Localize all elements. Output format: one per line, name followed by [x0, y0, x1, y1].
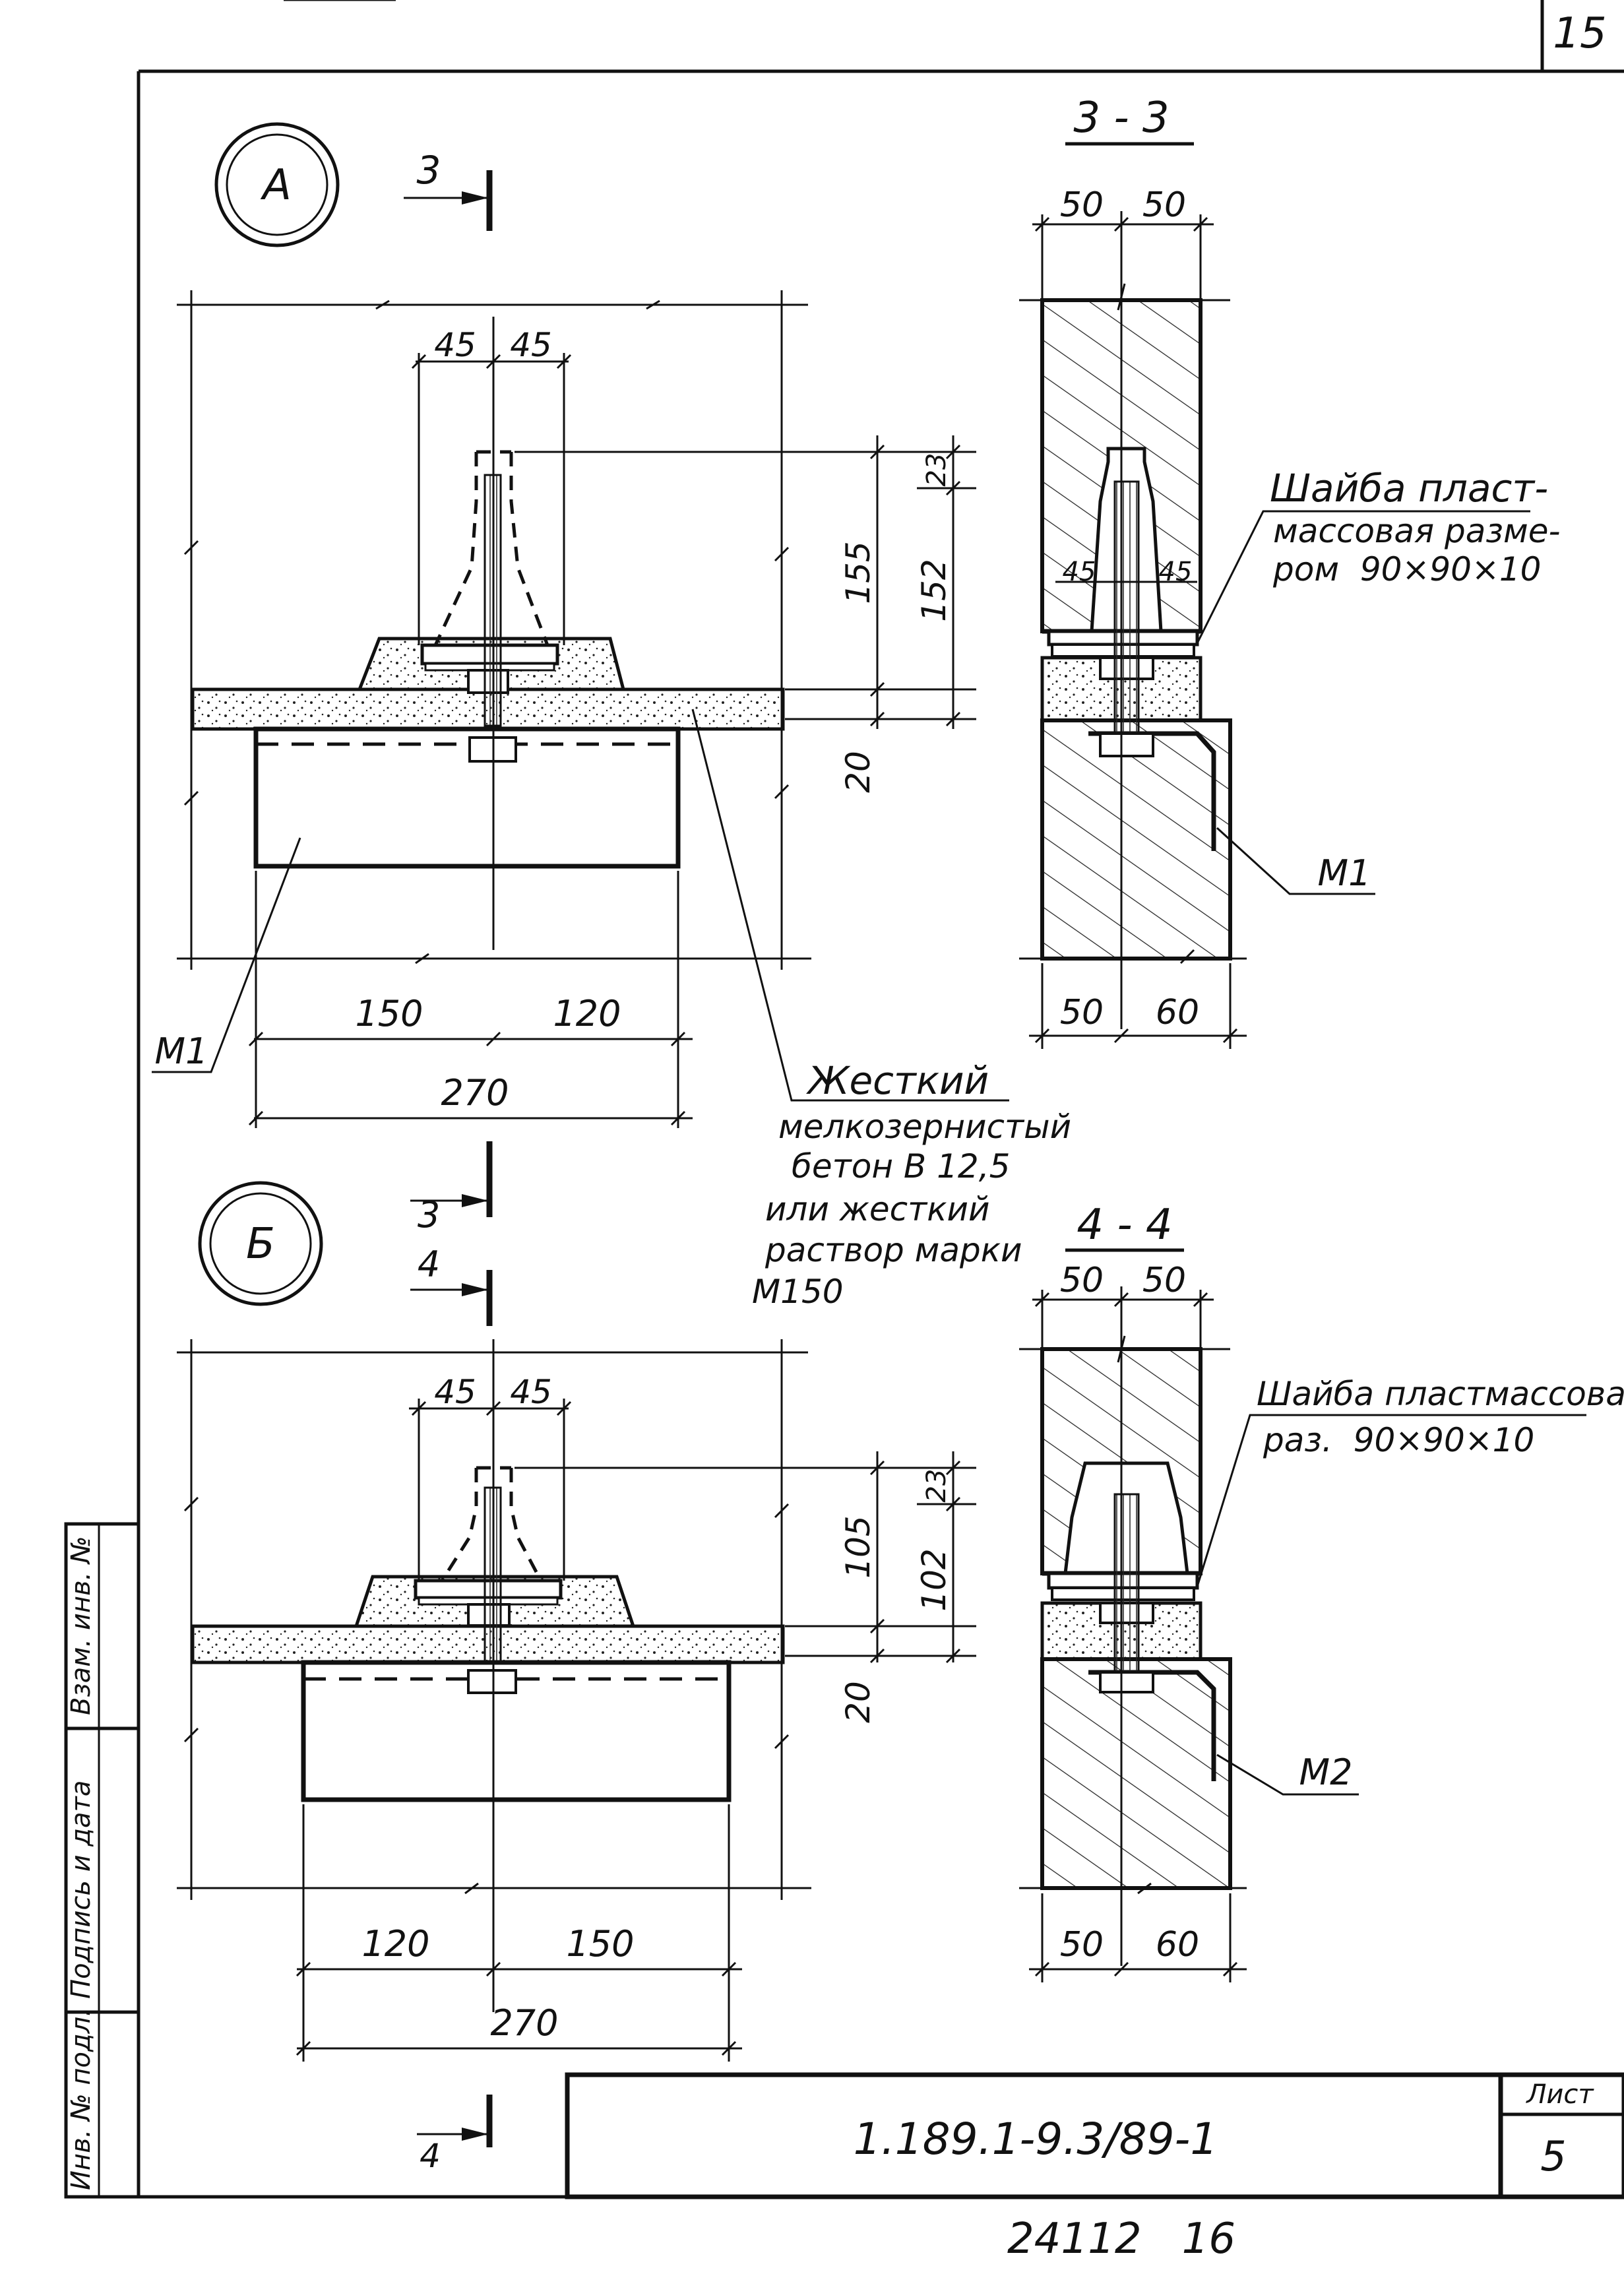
section-3-3: 3 - 3 50 50	[1019, 94, 1561, 1049]
stamp-inv-orig: Инв. № подл.	[66, 2008, 96, 2190]
section-3-3-washer-line2: массовая разме-	[1273, 512, 1561, 550]
node-b-dim-270: 270	[490, 2002, 558, 2044]
node-a-section-mark: 3	[417, 148, 441, 193]
title-block: 1.189.1-9.3/89-1 Лист 5	[565, 2072, 1624, 2199]
note-line6: М150	[752, 1273, 844, 1311]
node-a-dim-45-right: 45	[510, 326, 552, 364]
section-4-4-part-label: М2	[1299, 1752, 1353, 1793]
node-a-dim-20: 20	[839, 751, 877, 793]
node-a-dim-120: 120	[553, 993, 621, 1034]
node-b-section-mark-3: 3	[418, 1194, 440, 1236]
section-4-4-title: 4 - 4	[1077, 1201, 1172, 1249]
node-b-dim-102: 102	[915, 1548, 953, 1611]
node-a-dim-155: 155	[839, 541, 877, 604]
node-a-dim-45-left: 45	[434, 326, 476, 364]
sheet-label: Лист	[1525, 2079, 1594, 2110]
note-line5: раствор марки	[765, 1231, 1022, 1269]
note-line1: Жесткий	[806, 1058, 989, 1103]
node-a-dim-23: 23	[921, 453, 952, 487]
doc-code: 1.189.1-9.3/89-1	[854, 2114, 1218, 2164]
node-b-label: Б	[246, 1220, 275, 1269]
bottom-number: 24112 16	[1007, 2215, 1235, 2263]
node-b-dim-120: 120	[361, 1923, 429, 1965]
section-3-3-dim-washer-left: 45	[1063, 557, 1096, 587]
node-b-dim-105: 105	[839, 1515, 877, 1578]
node-b-detail: Б 3 4	[177, 1141, 976, 2175]
node-b-bubble-inner	[209, 1192, 312, 1295]
stamp-inv-replace: Взам. инв. №	[66, 1536, 96, 1715]
node-b-dim-23: 23	[921, 1469, 952, 1503]
node-b-dim-45-left: 45	[434, 1373, 476, 1411]
side-stamp: Взам. инв. № Подпись и дата Инв. № подл.	[64, 1522, 141, 2199]
sheet-number-top: 15	[1553, 9, 1606, 58]
section-3-3-dim-bottom-right: 60	[1156, 993, 1199, 1032]
section-4-4-dim-bottom-left: 50	[1060, 1925, 1104, 1965]
note-line4: или жесткий	[765, 1190, 989, 1228]
stamp-sign-date: Подпись и дата	[66, 1781, 96, 1999]
node-a-dim-270: 270	[441, 1072, 509, 1114]
section-3-3-washer-line1: Шайба пласт-	[1270, 466, 1548, 511]
section-3-3-part-label: М1	[1318, 852, 1371, 894]
section-4-4: 4 - 4 50 50 Шайба пластмассовая раз. 90×…	[1019, 1201, 1624, 1982]
node-a-bubble-inner	[226, 133, 328, 236]
section-4-4-washer-line2: раз. 90×90×10	[1263, 1421, 1534, 1459]
section-3-3-dim-washer-right: 45	[1159, 557, 1193, 587]
node-a-dim-152: 152	[915, 559, 953, 621]
node-b-dim-45-right: 45	[510, 1373, 552, 1411]
note-line2: мелкозернистый	[778, 1108, 1071, 1146]
node-b-section-mark-4-bottom: 4	[420, 2137, 441, 2175]
section-3-3-washer-line3: ром 90×90×10	[1272, 550, 1542, 588]
sheet-value: 5	[1540, 2132, 1566, 2180]
node-a-bubble-outer	[214, 122, 340, 247]
node-b-dim-150: 150	[566, 1923, 634, 1965]
section-4-4-dim-top-left: 50	[1060, 1261, 1104, 1300]
section-4-4-dim-bottom-right: 60	[1156, 1925, 1199, 1965]
node-b-dim-20: 20	[839, 1681, 877, 1723]
node-a-detail: А 3	[152, 122, 976, 1128]
concrete-note: Жесткий мелкозернистый бетон В 12,5 или …	[752, 1058, 1071, 1311]
section-3-3-title: 3 - 3	[1073, 94, 1169, 142]
section-4-4-dim-top-right: 50	[1142, 1261, 1186, 1300]
node-a-dim-150: 150	[355, 993, 423, 1034]
section-3-3-dim-top-left: 50	[1060, 185, 1104, 225]
section-3-3-dim-bottom-left: 50	[1060, 993, 1104, 1032]
node-a-label: А	[260, 161, 292, 210]
section-4-4-washer-line1: Шайба пластмассовая	[1257, 1375, 1624, 1413]
note-line3: бетон В 12,5	[792, 1147, 1010, 1185]
node-b-section-mark-4: 4	[418, 1244, 440, 1285]
section-3-3-dim-top-right: 50	[1142, 185, 1186, 225]
node-b-bubble-outer	[198, 1181, 323, 1306]
node-a-part-label: М1	[155, 1030, 208, 1072]
